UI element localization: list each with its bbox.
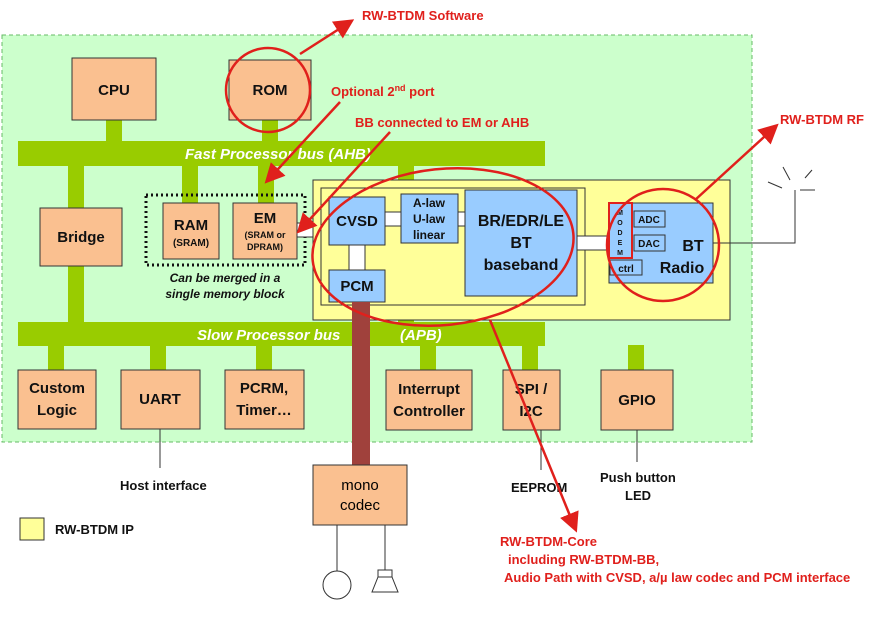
em-block [232,202,298,260]
external-lines [159,429,638,470]
cvsd-label: CVSD [336,213,378,230]
interrupt-controller-block [385,369,473,431]
core-annotation-1: RW-BTDM-Core [500,534,597,549]
rom-block [228,59,312,121]
custom-logic-label-2: Logic [37,402,77,419]
pcrm-label-2: Timer… [236,402,292,419]
rf-annotation: RW-BTDM RF [780,112,864,127]
core-annotation-3: Audio Path with CVSD, a/µ law codec and … [504,570,850,585]
pcm-label: PCM [340,278,373,295]
gpio-block [600,369,674,431]
custom-logic-block [17,369,97,430]
law-label-2: U-law [413,212,446,226]
baseband-label-1: BR/EDR/LE [478,213,565,230]
baseband-label-3: baseband [484,257,559,274]
svg-text:O: O [617,220,623,227]
spi-label-1: SPI / [515,381,548,398]
legend-label: RW-BTDM IP [55,522,134,537]
legend-swatch [19,517,45,541]
em-label: EM [254,210,277,227]
annotation-circles [224,46,721,328]
svg-text:E: E [618,240,623,247]
pcrm-label-1: PCRM, [240,380,288,397]
slow-processor-bus [18,322,545,346]
annotation-arrows [264,19,779,533]
rom-label: ROM [253,82,288,99]
software-annotation: RW-BTDM Software [362,8,484,23]
interrupt-label-1: Interrupt [398,381,460,398]
speaker-icon [371,569,399,593]
gpio-label: GPIO [618,392,656,409]
mono-codec-block [312,464,408,526]
host-interface-label: Host interface [120,478,207,493]
ram-sublabel: (SRAM) [173,238,209,249]
interrupt-label-2: Controller [393,403,465,420]
dac-block [633,234,666,252]
merge-note-1: Can be merged in a [170,271,281,285]
baseband-label-2: BT [510,235,532,252]
ctrl-label: ctrl [618,264,634,275]
ctrl-block [609,259,643,276]
uart-label: UART [139,391,181,408]
ram-block [162,202,220,260]
em-sublabel-1: (SRAM or [245,230,286,240]
microphone-icon [322,570,352,600]
law-codec-block [400,193,459,244]
baseband-block [464,189,578,297]
audio-path-link [352,302,370,465]
law-label-3: linear [413,228,445,242]
svg-text:D: D [617,230,622,237]
cvsd-block [328,196,386,246]
core-annotation-2: including RW-BTDM-BB, [508,552,659,567]
codec-label-2: codec [340,497,381,514]
ram-label: RAM [174,217,208,234]
codec-label-1: mono [341,477,379,494]
merge-note-2: single memory block [165,287,286,301]
optional-port-annotation: Optional 2nd port [331,83,435,99]
law-label-1: A-law [413,196,446,210]
push-button-label: Push button [600,470,676,485]
uart-block [120,369,201,430]
bb-radio-link [576,235,610,251]
adc-block [633,210,666,228]
radio-label-1: BT [682,238,704,255]
pcm-block [328,269,386,303]
antenna-icon [767,166,815,191]
radio-label-2: Radio [660,260,705,277]
em-sublabel-2: DPRAM) [247,242,283,252]
svg-text:M: M [617,210,623,217]
antenna-line [713,190,796,244]
adc-label: ADC [638,215,660,226]
bridge-label: Bridge [57,229,105,246]
led-label: LED [625,488,651,503]
fast-processor-bus [18,141,545,166]
bridge-block [39,207,123,267]
svg-text:M: M [617,250,623,257]
bb-connection-annotation: BB connected to EM or AHB [355,115,529,130]
modem-label: MO DE M [617,210,623,257]
slow-bus-label-apb: (APB) [400,327,442,344]
dac-label: DAC [638,239,660,250]
eeprom-label: EEPROM [511,480,567,495]
cpu-block [71,57,157,121]
cpu-label: CPU [98,82,130,99]
custom-logic-label-1: Custom [29,380,85,397]
pcrm-timer-block [224,369,305,430]
slow-bus-label: Slow Processor bus [197,327,340,344]
fast-bus-label: Fast Processor bus (AHB) [185,146,371,163]
